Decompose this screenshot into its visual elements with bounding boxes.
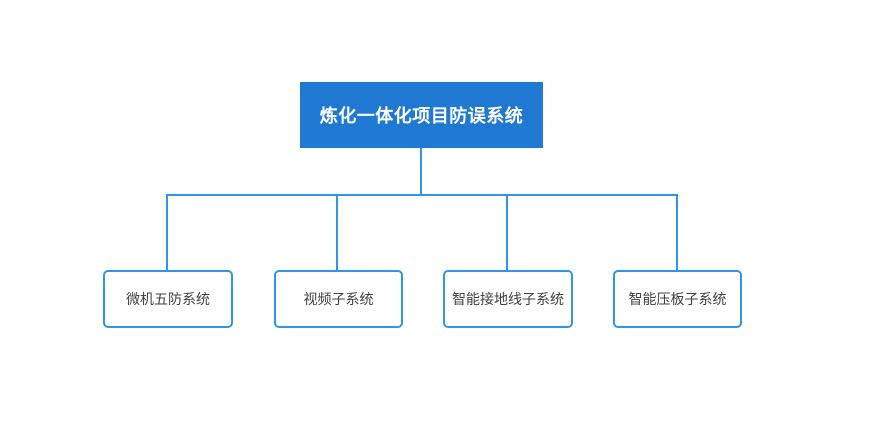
- child-node-label: 微机五防系统: [126, 291, 210, 307]
- child-node-wuji-wufang[interactable]: 微机五防系统: [103, 270, 233, 328]
- connector-horizontal: [166, 194, 678, 196]
- child-node-label: 智能压板子系统: [628, 291, 727, 307]
- root-node[interactable]: 炼化一体化项目防误系统: [300, 82, 543, 148]
- root-node-label: 炼化一体化项目防误系统: [319, 106, 524, 126]
- connector-stub-child-2: [336, 194, 338, 270]
- child-node-grounding-wire-subsystem[interactable]: 智能接地线子系统: [443, 270, 573, 328]
- connector-root-stub: [420, 148, 422, 195]
- child-node-label: 视频子系统: [303, 291, 374, 307]
- child-node-pressure-plate-subsystem[interactable]: 智能压板子系统: [613, 270, 742, 328]
- connector-stub-child-3: [506, 194, 508, 270]
- connector-stub-child-1: [166, 194, 168, 270]
- child-node-video-subsystem[interactable]: 视频子系统: [274, 270, 403, 328]
- connector-stub-child-4: [676, 194, 678, 270]
- child-node-label: 智能接地线子系统: [452, 291, 564, 307]
